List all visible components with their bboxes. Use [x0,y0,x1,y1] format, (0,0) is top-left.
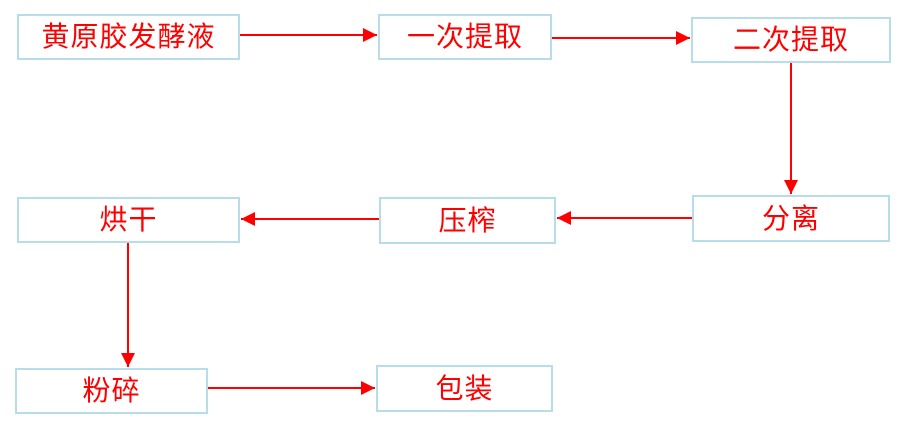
flow-node-fermentation-broth: 黄原胶发酵液 [17,14,240,60]
flow-node-first-extraction: 一次提取 [378,14,552,60]
flow-node-packaging: 包装 [376,365,553,412]
flow-node-crushing: 粉碎 [15,368,208,414]
flow-node-label: 包装 [435,371,494,405]
flow-node-label: 黄原胶发酵液 [41,20,216,53]
flow-node-label: 压榨 [438,203,497,237]
flow-node-pressing: 压榨 [379,197,556,244]
flow-node-second-extraction: 二次提取 [691,17,891,63]
flow-node-label: 粉碎 [82,374,141,407]
flow-node-label: 分离 [761,201,820,235]
flow-node-label: 烘干 [99,203,158,236]
flow-node-label: 二次提取 [732,23,849,56]
flow-node-label: 一次提取 [406,20,523,53]
flow-node-drying: 烘干 [17,197,240,243]
flow-node-separation: 分离 [692,195,890,242]
